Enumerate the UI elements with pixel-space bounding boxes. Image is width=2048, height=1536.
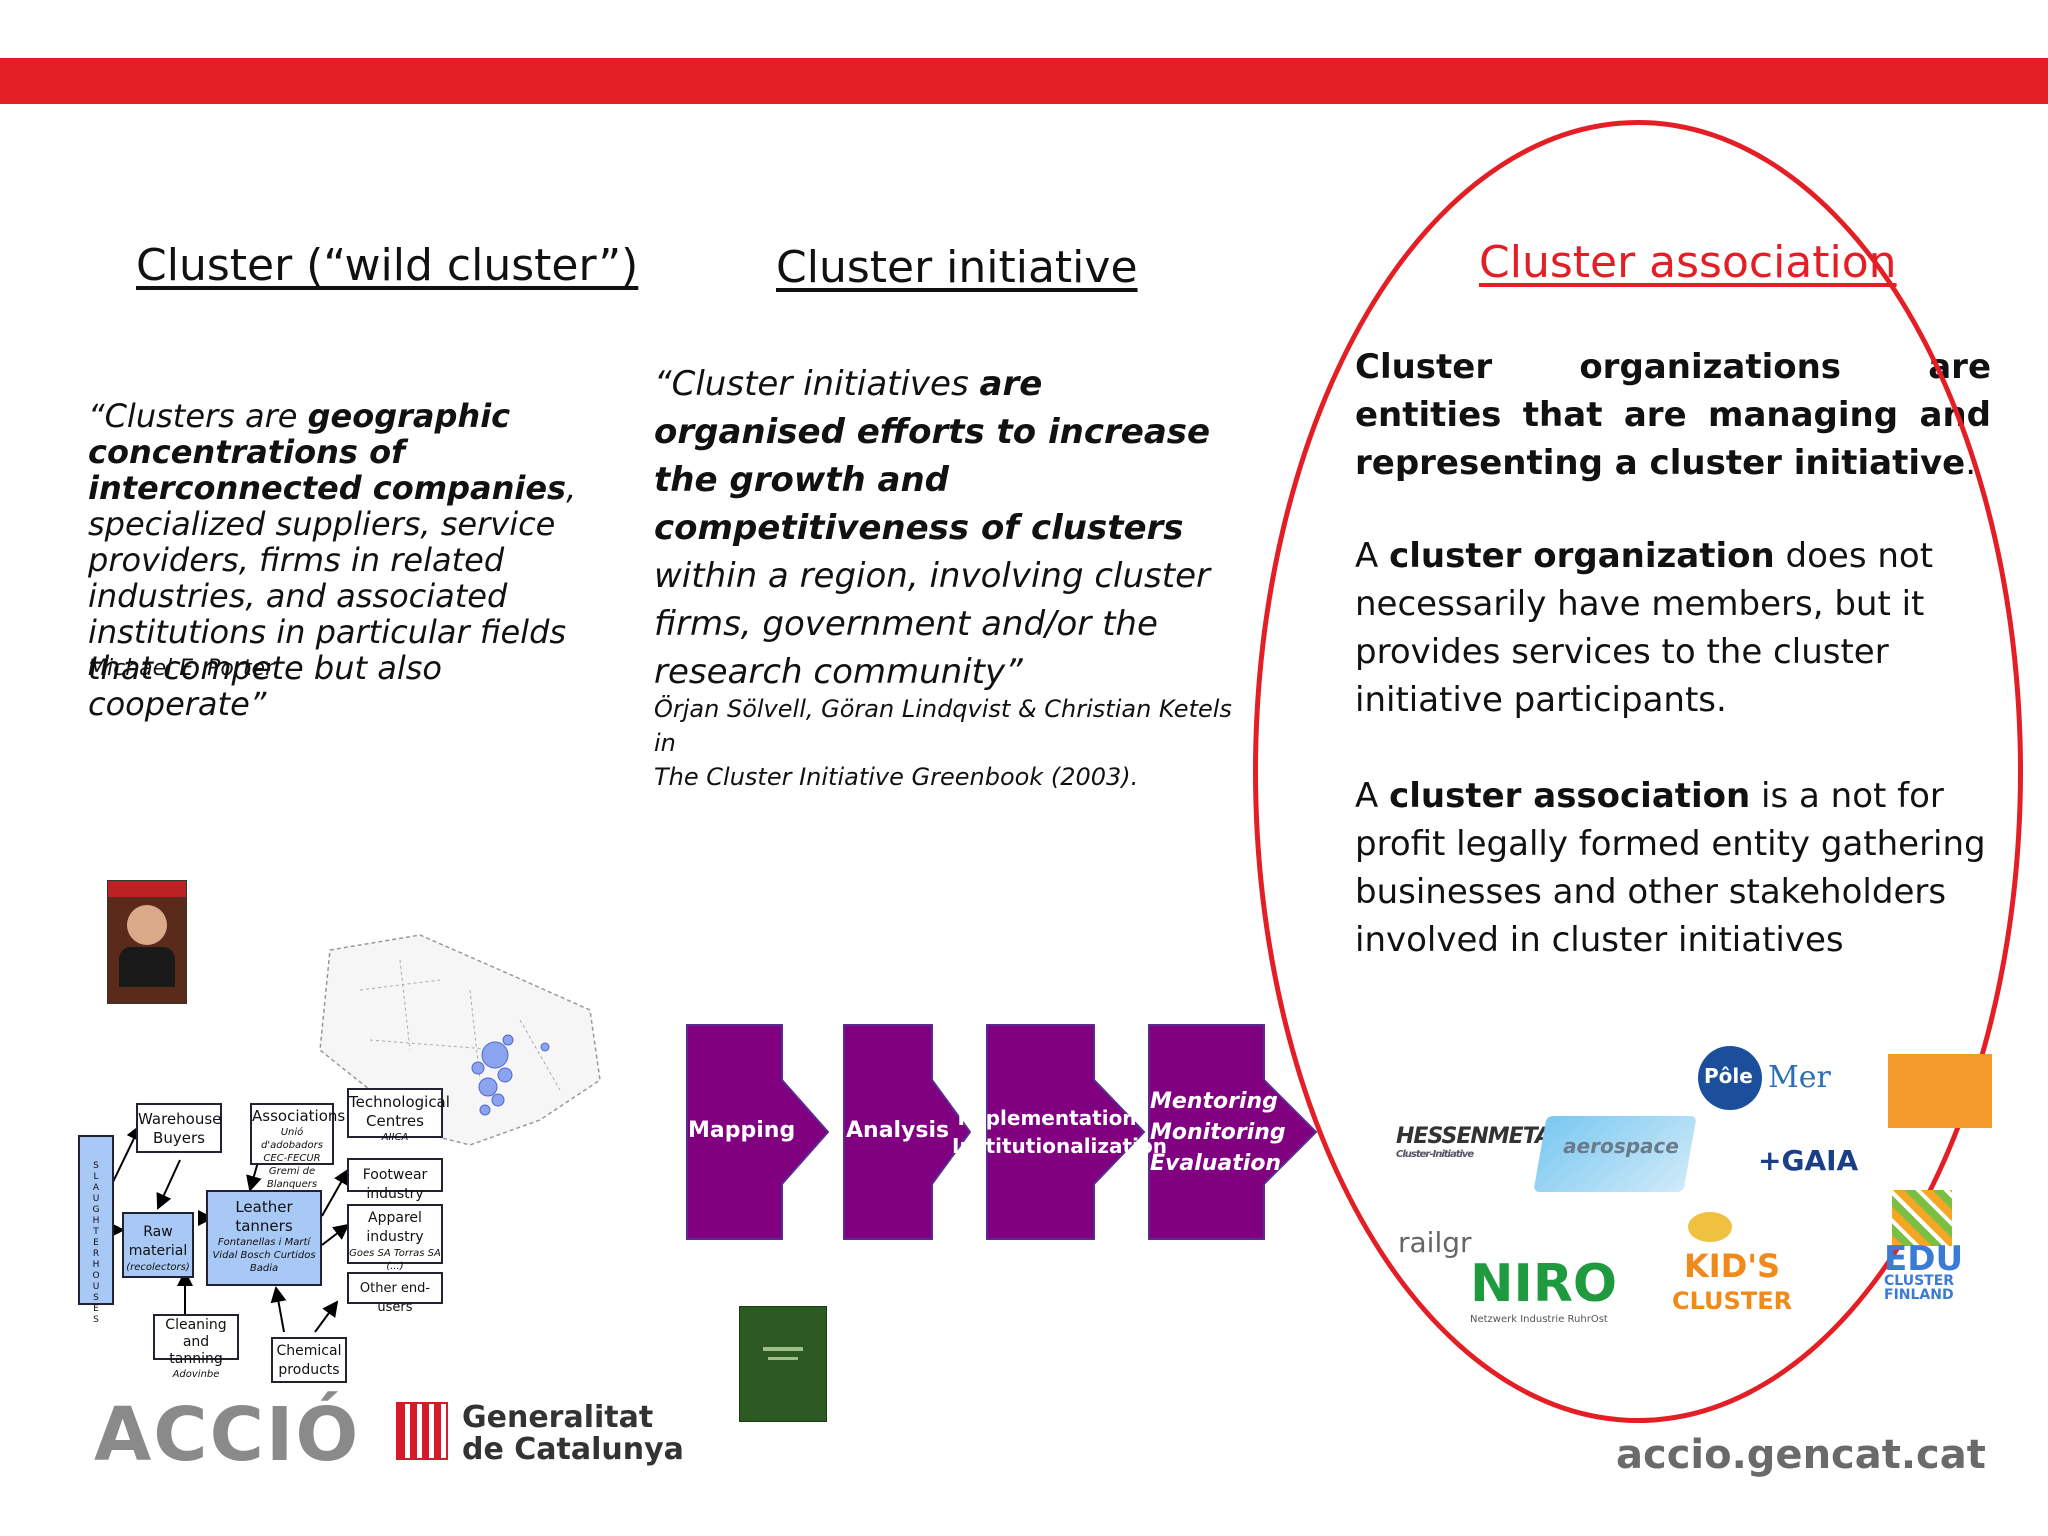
porter-citation: Michael E. Porter [88,656,275,681]
initiative-quote: “Cluster initiatives are organised effor… [654,364,1211,692]
process-step-implementation: Implementation Institutionalization [952,1106,1167,1158]
highlight-ellipse [1253,120,2023,1423]
greenbook-image [739,1306,827,1422]
process-step-mentoring: Mentoring Monitoring Evaluation [1150,1089,1286,1176]
pole-mer-logo: Pôle [1698,1046,1762,1110]
porter-book-image [107,880,187,1004]
column-title-cluster: Cluster (“wild cluster”) [136,240,639,291]
process-step-analysis: Analysis [846,1118,950,1143]
porter-quote: “Clusters are geographic concentrations … [88,397,577,723]
process-chevrons [686,1024,1318,1240]
kids-cluster-mascot [1688,1212,1732,1242]
other-end-users-box: Other end-users [347,1272,443,1315]
slaughter-houses-box: SLAUGHTER HOUSES [78,1135,114,1325]
greenbook-citation: Örjan Sölvell, Göran Lindqvist & Christi… [654,695,1232,791]
railgrup-logo: railgr [1398,1226,1472,1259]
accio-logo: ACCIÓ [94,1392,361,1478]
warehouse-buyers-box: Warehouse Buyers [136,1103,222,1153]
chemical-products-box: Chemical products [271,1337,347,1383]
value-chain-arrows [109,1124,350,1333]
raw-material-box: Raw material(recolectors) [122,1212,194,1278]
header-bar [0,58,2048,104]
mer-logo-text: Mer [1768,1060,1831,1095]
gaia-logo: +GAIA [1758,1144,1859,1177]
website-url: accio.gencat.cat [1616,1432,1986,1478]
process-step-mapping: Mapping [688,1118,796,1143]
qualitrans-logo [1888,1054,1992,1128]
column-title-initiative: Cluster initiative [776,242,1138,293]
footwear-industry-box: Footwear industry [347,1158,443,1202]
edu-cluster-graphic [1892,1190,1952,1246]
generalitat-emblem [396,1402,448,1460]
aerospace-logo: aerospace [1533,1116,1697,1192]
